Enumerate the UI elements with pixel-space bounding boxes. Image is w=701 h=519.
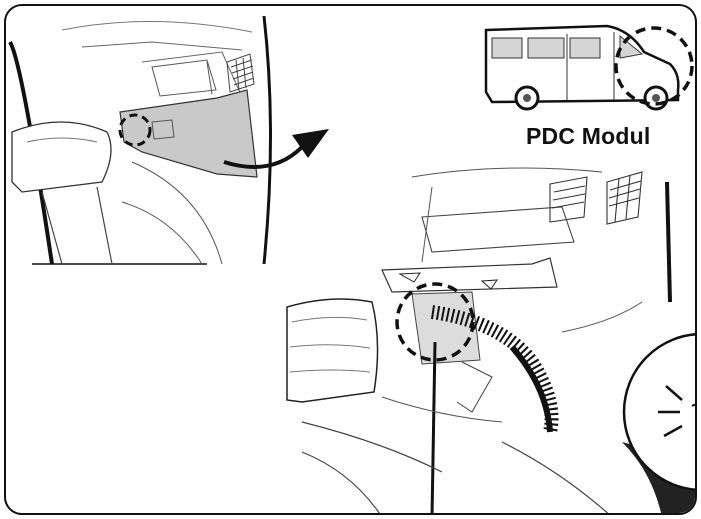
inset-dashboard-view <box>10 14 329 264</box>
van-icon <box>486 26 692 109</box>
illustration-frame: PDC Modul <box>4 4 697 515</box>
main-interior-view <box>287 168 697 515</box>
pdc-modul-label: PDC Modul <box>526 123 650 150</box>
installation-diagram <box>6 6 697 515</box>
